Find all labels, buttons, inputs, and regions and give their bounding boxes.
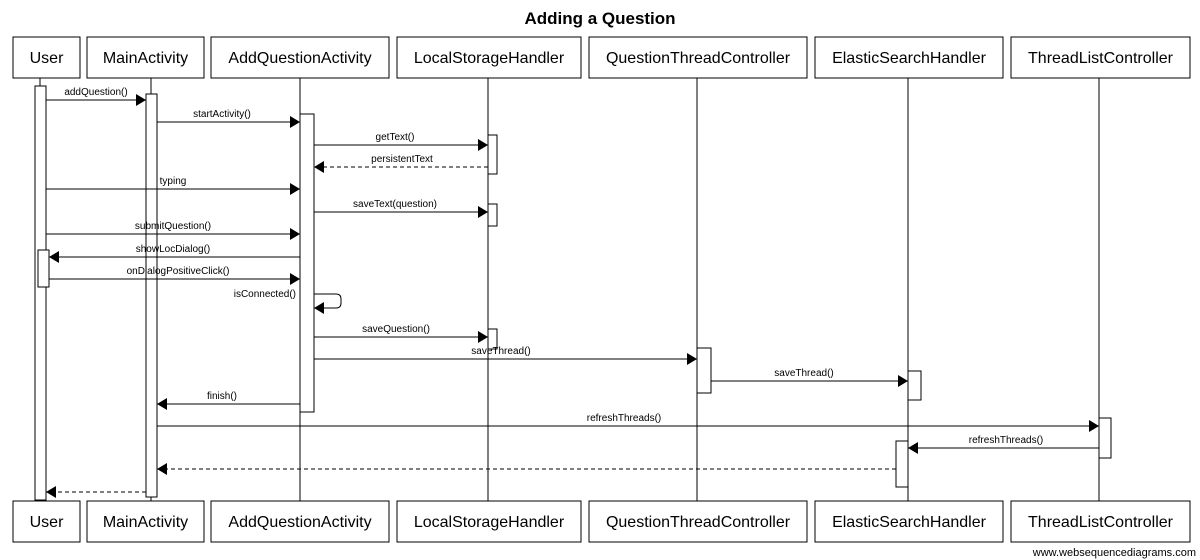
activation-bar bbox=[37, 249, 50, 288]
activation-bar bbox=[145, 93, 158, 498]
message-6: saveText(question) bbox=[314, 199, 488, 218]
message-10: isConnected() bbox=[234, 289, 342, 314]
lifelines bbox=[39, 78, 1100, 501]
participants-bottom: User MainActivity AddQuestionActivity Local… bbox=[12, 500, 1191, 543]
message-label: submitQuestion() bbox=[135, 221, 211, 232]
participant-label: AddQuestionActivity bbox=[228, 514, 371, 531]
participant-label: User bbox=[30, 514, 64, 531]
activation-bar bbox=[487, 203, 498, 227]
message-arrow bbox=[314, 293, 342, 314]
participant-box bbox=[86, 500, 205, 543]
message-12: saveThread() bbox=[314, 346, 697, 365]
participant-label: MainActivity bbox=[103, 514, 188, 531]
participant-user-bottom: User bbox=[12, 500, 81, 543]
participants-top: User MainActivity AddQuestionActivity Local… bbox=[12, 36, 1191, 79]
message-label: isConnected() bbox=[234, 289, 296, 300]
message-7: submitQuestion() bbox=[46, 221, 300, 240]
participant-label: MainActivity bbox=[103, 50, 188, 67]
message-label: typing bbox=[160, 176, 187, 187]
message-label: saveThread() bbox=[774, 368, 833, 379]
message-label: saveText(question) bbox=[353, 199, 437, 210]
message-13: saveThread() bbox=[711, 368, 908, 387]
participant-addq-top: AddQuestionActivity bbox=[210, 36, 390, 79]
message-5: typing bbox=[46, 176, 300, 195]
participant-tlc-top: ThreadListController bbox=[1010, 36, 1191, 79]
participant-qtc-top: QuestionThreadController bbox=[588, 36, 808, 79]
message-14: finish() bbox=[157, 391, 300, 410]
participant-box bbox=[86, 36, 205, 79]
footer-credit: www.websequencediagrams.com bbox=[1032, 547, 1196, 559]
participant-label: LocalStorageHandler bbox=[414, 514, 565, 531]
participant-esh-top: ElasticSearchHandler bbox=[814, 36, 1004, 79]
participant-box bbox=[12, 500, 81, 543]
message-16: refreshThreads() bbox=[908, 435, 1099, 454]
message-label: startActivity() bbox=[193, 109, 251, 120]
participant-box bbox=[1010, 500, 1191, 543]
diagram-title: Adding a Question bbox=[524, 9, 675, 28]
participant-box bbox=[814, 36, 1004, 79]
participant-label: LocalStorageHandler bbox=[414, 50, 565, 67]
participant-label: AddQuestionActivity bbox=[228, 50, 371, 67]
activations bbox=[34, 85, 1112, 501]
participant-label: User bbox=[30, 50, 64, 67]
participant-qtc-bottom: QuestionThreadController bbox=[588, 500, 808, 543]
message-8: showLocDialog() bbox=[49, 244, 300, 263]
message-11: saveQuestion() bbox=[314, 324, 488, 343]
message-1: addQuestion() bbox=[46, 87, 146, 106]
participant-box bbox=[814, 500, 1004, 543]
activation-bar bbox=[1098, 417, 1112, 459]
participant-main-bottom: MainActivity bbox=[86, 500, 205, 543]
message-label: refreshThreads() bbox=[969, 435, 1043, 446]
message-label: getText() bbox=[376, 132, 415, 143]
participant-box bbox=[396, 500, 582, 543]
message-label: saveQuestion() bbox=[362, 324, 430, 335]
message-label: finish() bbox=[207, 391, 237, 402]
participant-box bbox=[210, 36, 390, 79]
participant-label: ThreadListController bbox=[1028, 514, 1174, 531]
activation-bar bbox=[907, 370, 922, 401]
participant-lsh-bottom: LocalStorageHandler bbox=[396, 500, 582, 543]
message-label: onDialogPositiveClick() bbox=[127, 266, 230, 277]
activation-bar bbox=[696, 347, 712, 394]
message-3: getText() bbox=[314, 132, 488, 151]
message-label: persistentText bbox=[371, 154, 433, 165]
messages: addQuestion() startActivity() getText() per… bbox=[46, 87, 1099, 498]
participant-label: QuestionThreadController bbox=[606, 50, 791, 67]
participant-main-top: MainActivity bbox=[86, 36, 205, 79]
participant-box bbox=[12, 36, 81, 79]
participant-box bbox=[588, 36, 808, 79]
activation-bar bbox=[34, 85, 47, 501]
participant-box bbox=[396, 36, 582, 79]
participant-label: ThreadListController bbox=[1028, 50, 1174, 67]
participant-box bbox=[588, 500, 808, 543]
activation-bar bbox=[895, 440, 909, 488]
participant-tlc-bottom: ThreadListController bbox=[1010, 500, 1191, 543]
activation-bar bbox=[487, 134, 498, 175]
message-4: persistentText bbox=[314, 154, 488, 173]
message-9: onDialogPositiveClick() bbox=[49, 266, 300, 285]
message-15: refreshThreads() bbox=[157, 413, 1099, 432]
participant-label: QuestionThreadController bbox=[606, 514, 791, 531]
participant-lsh-top: LocalStorageHandler bbox=[396, 36, 582, 79]
participant-box bbox=[1010, 36, 1191, 79]
participant-label: ElasticSearchHandler bbox=[832, 50, 987, 67]
activation-bar bbox=[487, 328, 498, 350]
participant-box bbox=[210, 500, 390, 543]
message-label: refreshThreads() bbox=[587, 413, 661, 424]
participant-user-top: User bbox=[12, 36, 81, 79]
activation-bar bbox=[299, 113, 315, 413]
message-label: showLocDialog() bbox=[136, 244, 210, 255]
participant-label: ElasticSearchHandler bbox=[832, 514, 987, 531]
message-2: startActivity() bbox=[157, 109, 300, 128]
message-label: saveThread() bbox=[471, 346, 530, 357]
participant-addq-bottom: AddQuestionActivity bbox=[210, 500, 390, 543]
participant-esh-bottom: ElasticSearchHandler bbox=[814, 500, 1004, 543]
message-label: addQuestion() bbox=[64, 87, 127, 98]
